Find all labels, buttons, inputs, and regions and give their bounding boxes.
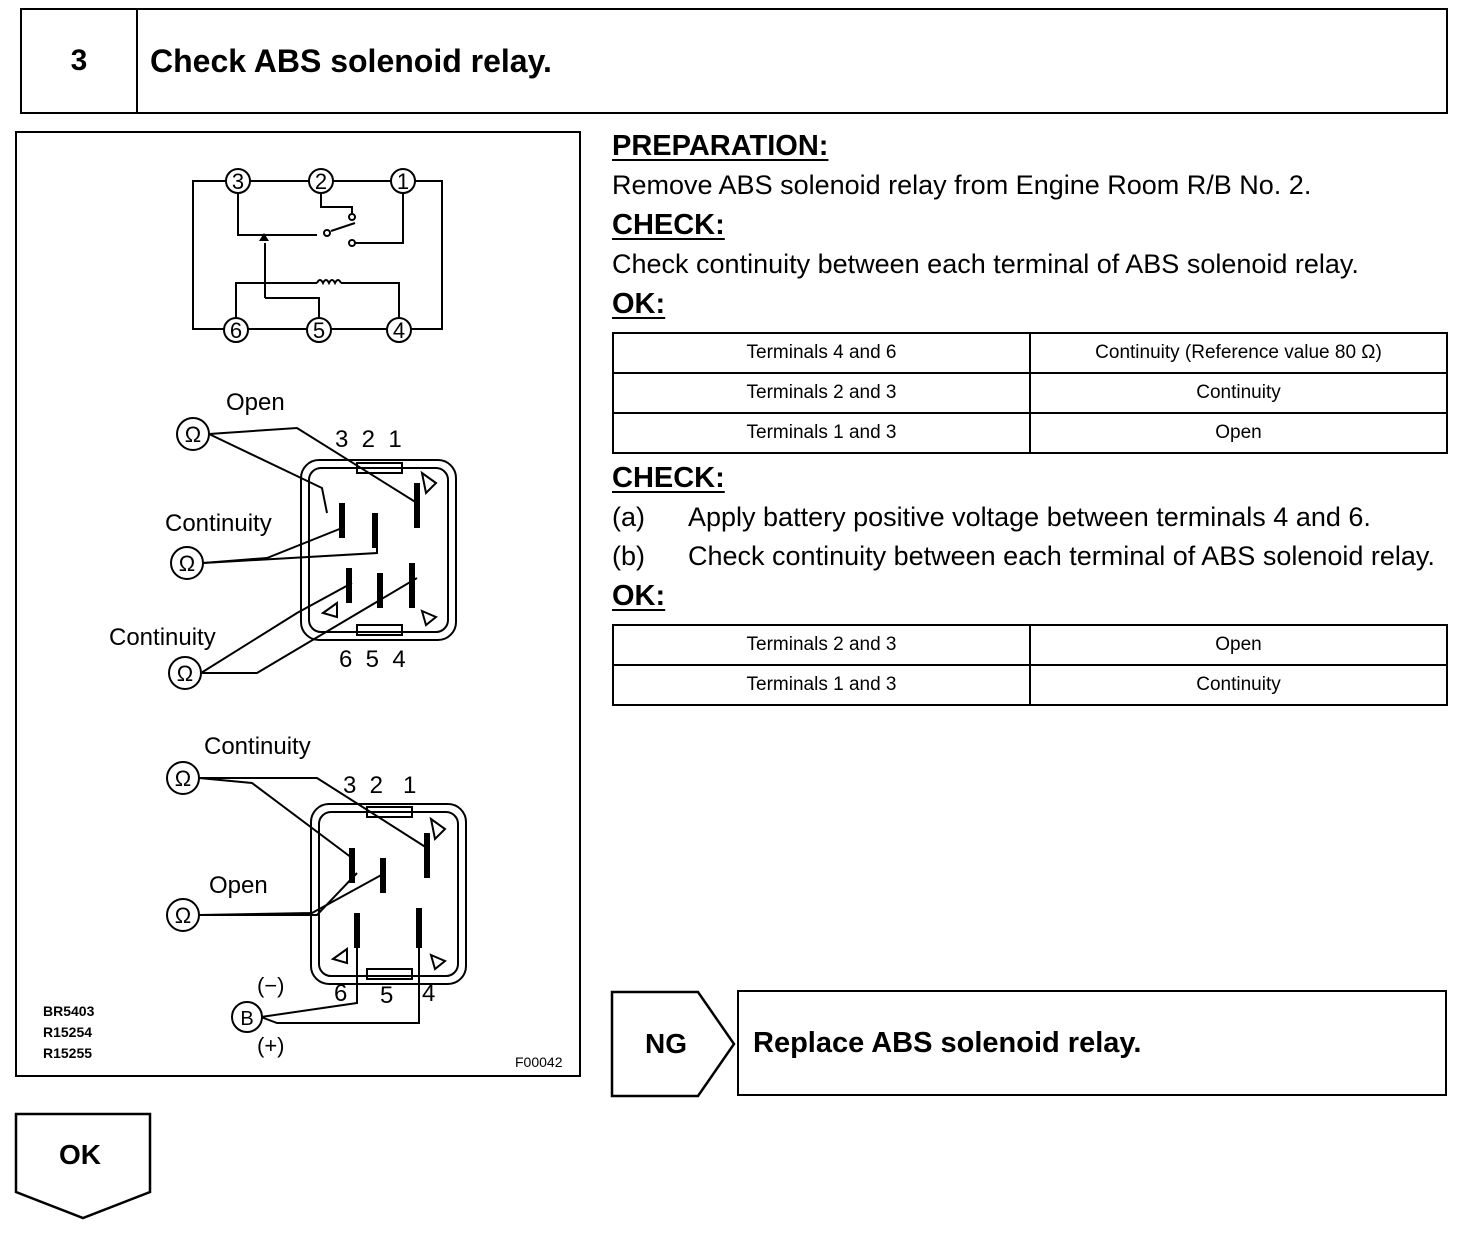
table-cell: Continuity	[1029, 664, 1448, 706]
d2-pin-6: 6	[334, 980, 347, 1007]
svg-text:3: 3	[232, 169, 244, 194]
check-step-a: (a) Apply battery positive voltage betwe…	[612, 502, 1371, 532]
table-row: Terminals 2 and 3 Open	[612, 624, 1448, 666]
table-cell: Continuity	[1029, 372, 1448, 414]
svg-text:Ω: Ω	[175, 903, 191, 928]
ohmmeter-1	[168, 417, 210, 690]
d2-label-continuity: Continuity	[204, 733, 311, 760]
svg-text:1: 1	[397, 169, 409, 194]
relay-connector-2	[198, 777, 467, 1024]
figure-id: F00042	[515, 1054, 563, 1070]
relay-connector-1	[200, 426, 457, 674]
ok-arrow: OK	[14, 1112, 152, 1220]
check1-text: Check continuity between each terminal o…	[612, 249, 1359, 279]
step-number: 3	[22, 10, 138, 112]
check1-heading: CHECK:	[612, 209, 725, 241]
svg-text:Ω: Ω	[179, 551, 195, 576]
ng-action: Replace ABS solenoid relay.	[737, 990, 1447, 1096]
step-header: 3 Check ABS solenoid relay.	[20, 8, 1448, 114]
spec-table-1: Terminals 4 and 6 Continuity (Reference …	[612, 332, 1448, 454]
ng-arrow: NG	[610, 990, 736, 1098]
circuit-terminal-labels: 3 2 1 6 5 4	[230, 169, 409, 343]
svg-text:4: 4	[393, 318, 405, 343]
preparation-text: Remove ABS solenoid relay from Engine Ro…	[612, 170, 1312, 200]
relay-diagram: 3 2 1 6 5 4	[43, 168, 563, 1070]
step-title: Check ABS solenoid relay.	[150, 42, 552, 79]
table-cell: Terminals 2 and 3	[612, 624, 1031, 666]
battery-symbol: B	[240, 1008, 253, 1030]
d2-pin-5: 5	[380, 982, 393, 1009]
figure-code-1: BR5403	[43, 1003, 95, 1019]
svg-text:2: 2	[315, 169, 327, 194]
d1-label-continuity-1: Continuity	[165, 510, 272, 537]
table-row: Terminals 1 and 3 Open	[612, 412, 1448, 454]
preparation-heading: PREPARATION:	[612, 130, 829, 162]
figure-code-2: R15254	[43, 1024, 92, 1040]
check2-heading: CHECK:	[612, 462, 725, 494]
ok-label: OK	[59, 1139, 101, 1170]
relay-figure: 3 2 1 6 5 4	[15, 131, 581, 1077]
d1-pins-bot: 6 5 4	[339, 646, 406, 673]
table-cell: Continuity (Reference value 80 Ω)	[1029, 332, 1448, 374]
circuit-schematic	[192, 168, 443, 343]
svg-text:Ω: Ω	[175, 766, 191, 791]
spec-table-2: Terminals 2 and 3 Open Terminals 1 and 3…	[612, 624, 1448, 706]
ohmmeter-2	[166, 761, 263, 1033]
svg-text:Ω: Ω	[185, 422, 201, 447]
d2-label-open: Open	[209, 872, 268, 899]
d2-pin-4: 4	[422, 980, 435, 1007]
svg-text:Ω: Ω	[177, 661, 193, 686]
table-cell: Open	[1029, 412, 1448, 454]
table-row: Terminals 1 and 3 Continuity	[612, 664, 1448, 706]
plus-label: (+)	[257, 1033, 285, 1058]
d1-pins-top: 3 2 1	[335, 426, 402, 453]
check-step-b: (b) Check continuity between each termin…	[612, 541, 1435, 571]
ok2-heading: OK:	[612, 580, 666, 612]
table-cell: Terminals 4 and 6	[612, 332, 1031, 374]
table-row: Terminals 2 and 3 Continuity	[612, 372, 1448, 414]
instructions: PREPARATION: Remove ABS solenoid relay f…	[612, 126, 1450, 710]
ok1-heading: OK:	[612, 288, 666, 320]
table-cell: Terminals 2 and 3	[612, 372, 1031, 414]
table-row: Terminals 4 and 6 Continuity (Reference …	[612, 332, 1448, 374]
figure-code-3: R15255	[43, 1045, 92, 1061]
svg-text:6: 6	[230, 318, 242, 343]
svg-text:5: 5	[313, 318, 325, 343]
d2-pins-top: 3 2 1	[343, 772, 416, 799]
table-cell: Terminals 1 and 3	[612, 664, 1031, 706]
d1-label-open: Open	[226, 389, 285, 416]
table-cell: Terminals 1 and 3	[612, 412, 1031, 454]
d1-label-continuity-2: Continuity	[109, 624, 216, 651]
minus-label: (−)	[257, 973, 285, 998]
ng-label: NG	[645, 1028, 687, 1059]
table-cell: Open	[1029, 624, 1448, 666]
